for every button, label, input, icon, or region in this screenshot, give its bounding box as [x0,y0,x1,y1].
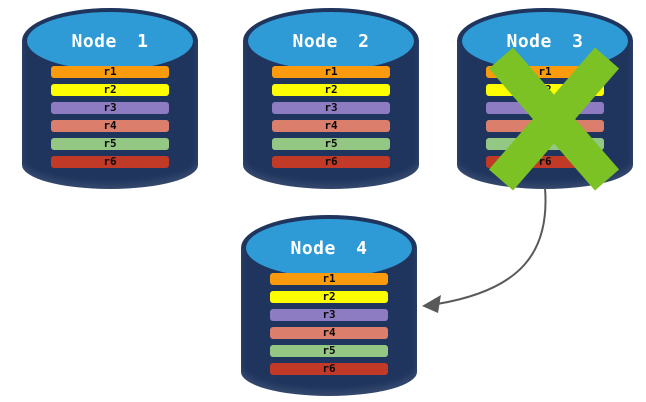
node-1: Node 1 r1 r2 r3 r4 r5 r6 [22,8,198,189]
row-r1: r1 [51,66,169,78]
row-r3: r3 [272,102,390,114]
node-label: Node 2 [292,30,370,52]
row-r4: r4 [51,120,169,132]
row-stack: r1 r2 r3 r4 r5 r6 [272,66,390,174]
row-r6: r6 [51,156,169,168]
node-label: Node 3 [506,30,584,52]
row-r5: r5 [270,345,388,357]
row-r1: r1 [272,66,390,78]
row-r4: r4 [270,327,388,339]
node-3: Node 3 r1 r2 r3 r4 r5 r6 [457,8,633,191]
row-stack: r1 r2 r3 r4 r5 r6 [51,66,169,174]
row-r2: r2 [272,84,390,96]
row-r1: r1 [270,273,388,285]
row-r2: r2 [51,84,169,96]
cylinder-top: Node 2 [248,12,414,70]
cylinder-top: Node 1 [27,12,193,70]
row-stack: r1 r2 r3 r4 r5 r6 [270,273,388,381]
row-r4: r4 [486,120,604,132]
row-r4: r4 [272,120,390,132]
row-r5: r5 [51,138,169,150]
cylinder-top: Node 4 [246,219,412,277]
row-stack: r1 r2 r3 r4 r5 r6 [486,66,604,174]
row-r5: r5 [486,138,604,150]
row-r6: r6 [272,156,390,168]
node-4: Node 4 r1 r2 r3 r4 r5 r6 [241,215,417,396]
row-r1: r1 [486,66,604,78]
row-r3: r3 [270,309,388,321]
node-label: Node 4 [290,237,368,259]
node-2: Node 2 r1 r2 r3 r4 r5 r6 [243,8,419,189]
cylinder-top: Node 3 [462,12,628,70]
row-r3: r3 [486,102,604,114]
row-r6: r6 [270,363,388,375]
row-r2: r2 [270,291,388,303]
row-r5: r5 [272,138,390,150]
row-r2: r2 [486,84,604,96]
row-r3: r3 [51,102,169,114]
row-r6: r6 [486,156,604,168]
node-label: Node 1 [71,30,149,52]
